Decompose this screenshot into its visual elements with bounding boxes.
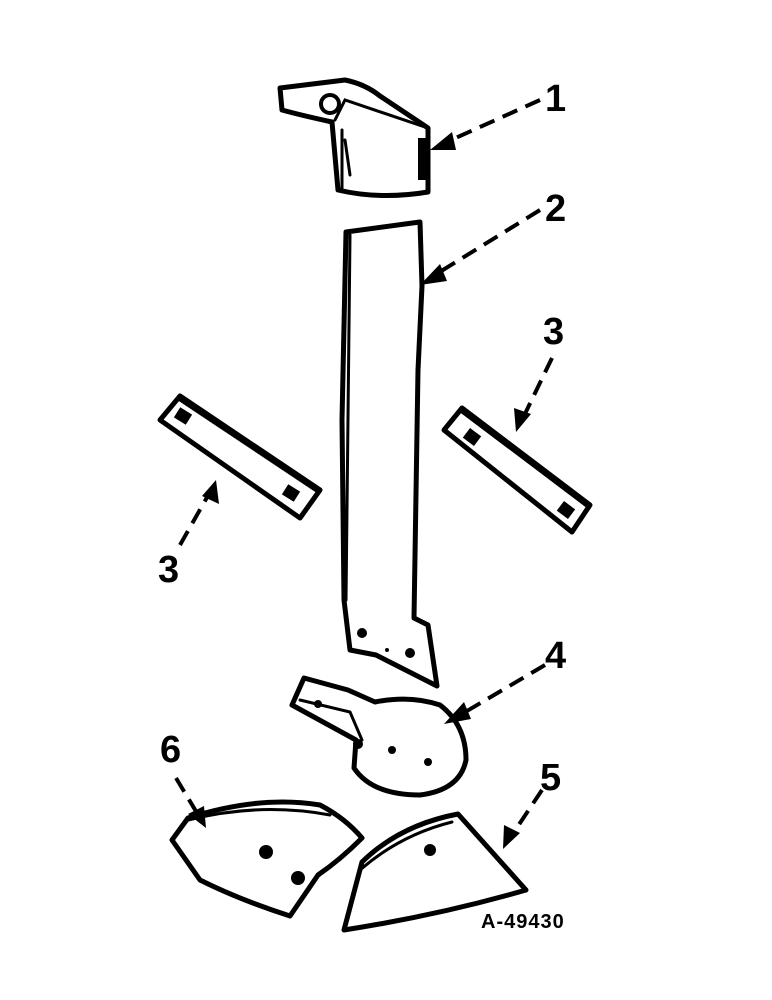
callout-4: 4 <box>545 635 566 677</box>
part-1-clamp-bracket <box>277 77 431 199</box>
callout-2: 2 <box>545 188 566 230</box>
callout-3-right: 3 <box>543 311 564 353</box>
callout-1: 1 <box>545 78 566 120</box>
part-3-plate-right <box>441 405 593 535</box>
reference-code: A-49430 <box>481 911 565 933</box>
callout-3-left: 3 <box>158 549 179 591</box>
part-3-plate-left <box>157 393 323 521</box>
part-6-left-sweep <box>169 799 365 919</box>
leader-lines <box>174 98 554 849</box>
callout-5: 5 <box>540 757 561 799</box>
part-4-point <box>289 675 469 798</box>
part-5-right-sweep <box>341 811 529 933</box>
part-2-standard <box>339 219 440 689</box>
callout-6: 6 <box>160 729 181 771</box>
